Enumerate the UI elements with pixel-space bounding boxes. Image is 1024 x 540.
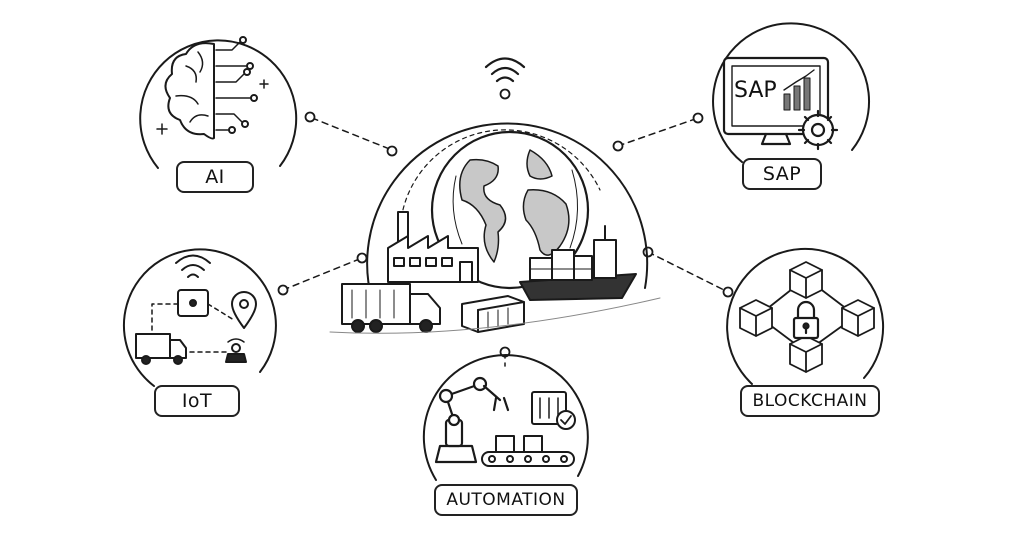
sensor-icon (225, 338, 247, 363)
truck-icon (341, 283, 441, 333)
wifi-icon (175, 254, 211, 278)
brain-circuit-icon (156, 36, 269, 140)
sap-label: SAP (742, 158, 822, 190)
factory-icon (387, 211, 479, 283)
iot-node (122, 248, 277, 387)
cargo-ship-icon (519, 225, 637, 301)
sap-node (712, 22, 871, 163)
iot-label: IoT (154, 385, 240, 417)
ai-label: AI (176, 161, 254, 193)
control-panel-icon (531, 391, 576, 430)
wifi-icon (484, 57, 526, 83)
automation-label: AUTOMATION (434, 484, 578, 516)
sensor-icon (177, 289, 209, 317)
truck-icon (135, 333, 187, 365)
padlock-icon (792, 300, 820, 340)
cube-network-icon (739, 261, 875, 373)
conveyor-belt-icon (481, 435, 575, 467)
blockchain-node (726, 247, 885, 385)
blockchain-label: BLOCKCHAIN (740, 385, 880, 417)
connector-dots (277, 88, 734, 358)
ai-node (139, 36, 298, 169)
location-pin-icon (231, 291, 257, 329)
iot-links (151, 303, 235, 353)
connector-lines (282, 117, 729, 367)
sap-screen-text: SAP (734, 78, 777, 103)
shipping-container-icon (461, 295, 525, 333)
robot-arm-icon (434, 376, 510, 464)
central-hub (329, 57, 661, 334)
automation-node (422, 354, 589, 481)
gear-icon (797, 109, 839, 151)
